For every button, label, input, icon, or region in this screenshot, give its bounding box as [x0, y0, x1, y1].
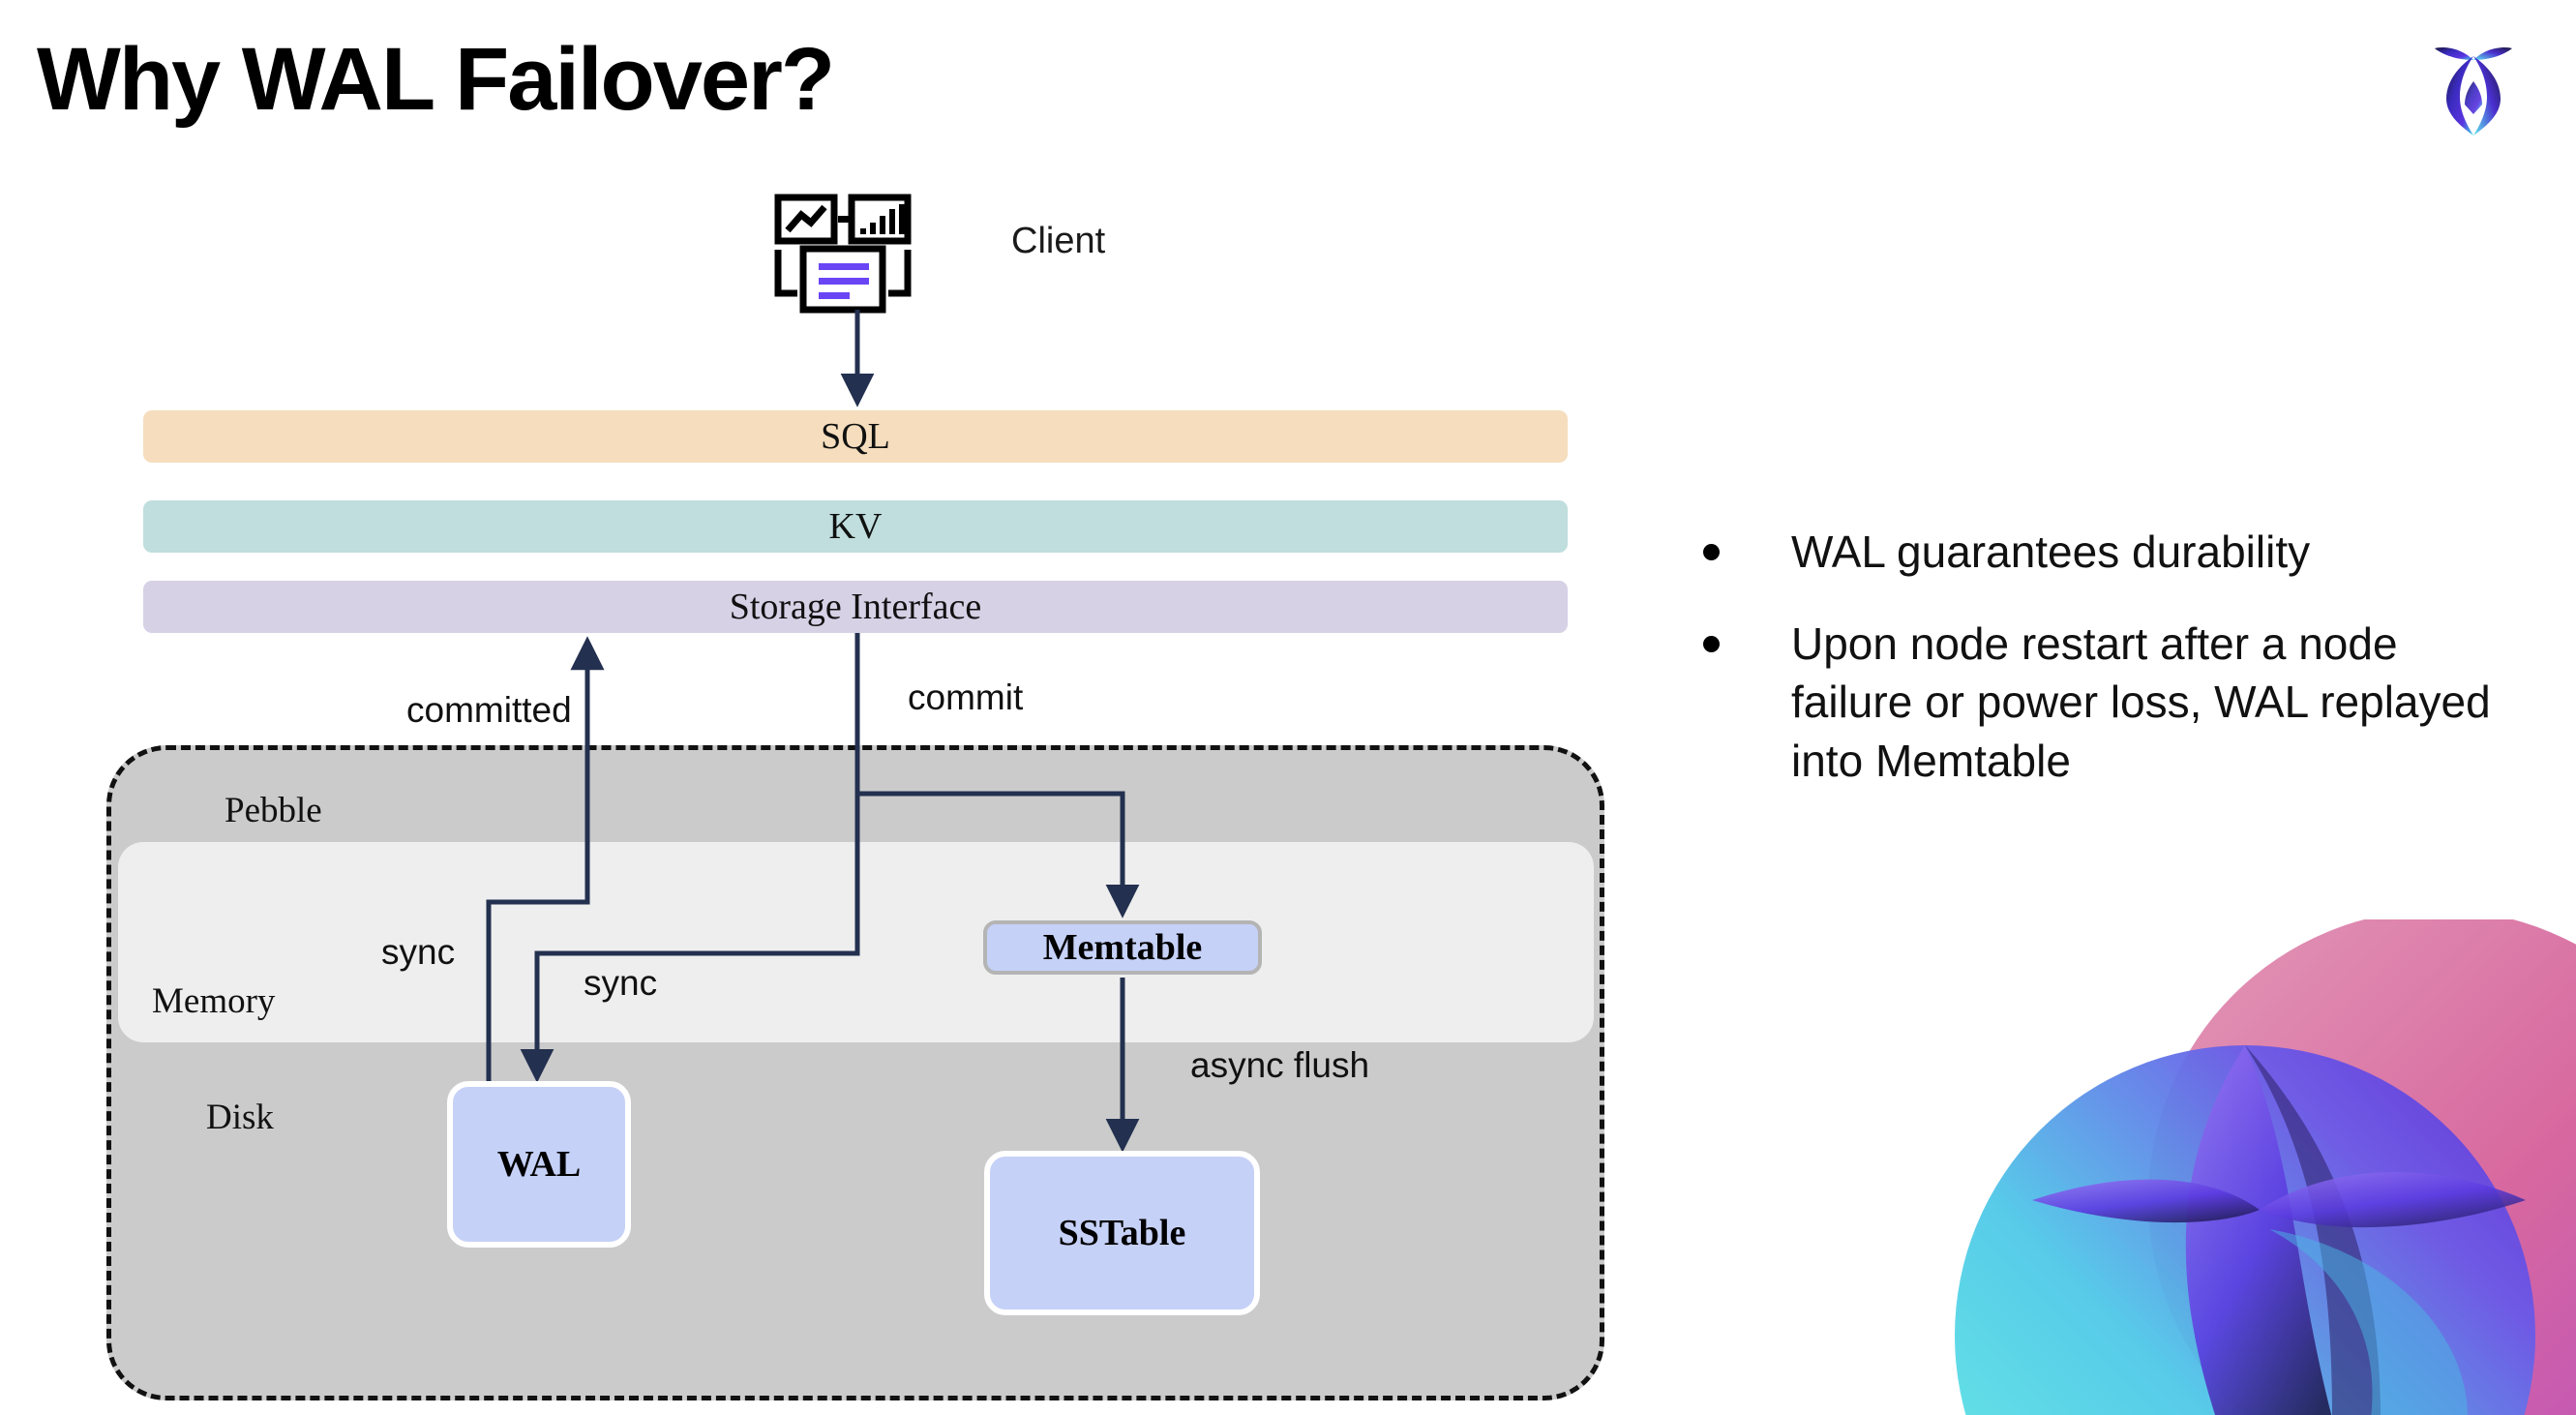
layer-bar-kv: KV — [143, 500, 1568, 553]
edge-label-async-flush: async flush — [1190, 1045, 1370, 1085]
memory-label: Memory — [152, 981, 276, 1021]
layer-bar-sql: SQL — [143, 410, 1568, 463]
edge-label-sync-2: sync — [584, 963, 658, 1003]
disk-label: Disk — [206, 1098, 274, 1137]
decorative-logo-graphic — [1926, 919, 2576, 1415]
edge-label-committed: committed — [406, 690, 572, 730]
pebble-label: Pebble — [225, 791, 322, 830]
cockroachdb-logo-icon — [2415, 25, 2531, 141]
client-label: Client — [1011, 221, 1106, 261]
client-workstation-icon — [774, 194, 929, 315]
memory-region — [118, 842, 1594, 1042]
bullet-text: WAL guarantees durability — [1791, 527, 2311, 577]
bullet-dot-icon — [1703, 544, 1720, 560]
edge-label-commit: commit — [908, 677, 1024, 717]
layer-bar-storage-interface: Storage Interface — [143, 581, 1568, 633]
bullet-text: Upon node restart after a node failure o… — [1791, 617, 2491, 787]
bullet-list: WAL guarantees durability Upon node rest… — [1703, 523, 2506, 824]
list-item: WAL guarantees durability — [1703, 523, 2506, 582]
page-title: Why WAL Failover? — [37, 30, 835, 129]
node-memtable: Memtable — [983, 920, 1262, 975]
bullet-dot-icon — [1703, 635, 1720, 652]
list-item: Upon node restart after a node failure o… — [1703, 615, 2506, 791]
node-sstable: SSTable — [984, 1151, 1260, 1315]
edge-label-sync-1: sync — [381, 932, 456, 972]
node-wal: WAL — [447, 1081, 631, 1248]
